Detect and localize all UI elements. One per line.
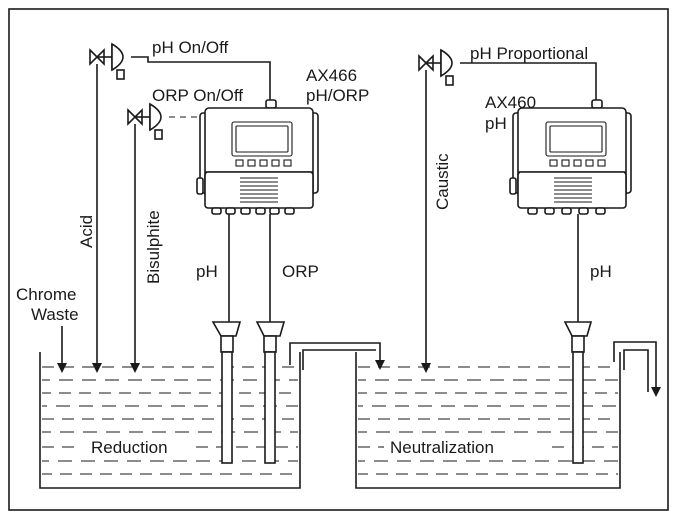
ax466-type-label: pH/ORP	[306, 86, 369, 105]
neutralization-tank	[355, 352, 621, 489]
chrome-waste-label-line1: Chrome	[16, 285, 76, 304]
ph-on-off-label: pH On/Off	[152, 38, 228, 57]
orp-on-off-label: ORP On/Off	[152, 86, 243, 105]
bisulphite-valve-icon	[127, 102, 163, 140]
ax466-analyzer	[196, 99, 319, 215]
chrome-waste-label-line2: Waste	[31, 305, 79, 324]
caustic-valve-icon	[418, 48, 454, 86]
acid-valve-icon	[89, 42, 125, 80]
ph-on-off-signal	[131, 56, 271, 104]
ph-proportional-signal	[460, 62, 597, 104]
reduction-label: Reduction	[91, 438, 168, 457]
neutralization-label: Neutralization	[390, 438, 494, 457]
diagram-frame	[8, 8, 669, 511]
bisulphite-label: Bisulphite	[144, 210, 163, 284]
ax466-model-label: AX466	[306, 66, 357, 85]
ax460-type-label: pH	[485, 114, 507, 133]
transfer-pipe	[289, 342, 385, 370]
ph-sensor-label-right: pH	[590, 262, 612, 281]
orp-probe	[255, 321, 286, 464]
ph-probe-left	[211, 321, 242, 464]
ph-probe-right	[563, 321, 593, 464]
caustic-label: Caustic	[433, 153, 452, 210]
outlet-pipe	[613, 341, 661, 397]
reduction-liquid	[42, 366, 298, 475]
neutralization-liquid	[358, 366, 618, 475]
acid-label: Acid	[77, 215, 96, 248]
ax460-model-label: AX460	[485, 93, 536, 112]
ax460-analyzer	[509, 99, 632, 215]
orp-sensor-label: ORP	[282, 262, 319, 281]
ph-sensor-label-left: pH	[196, 262, 218, 281]
ph-proportional-label: pH Proportional	[470, 44, 588, 63]
reduction-tank	[39, 352, 301, 489]
